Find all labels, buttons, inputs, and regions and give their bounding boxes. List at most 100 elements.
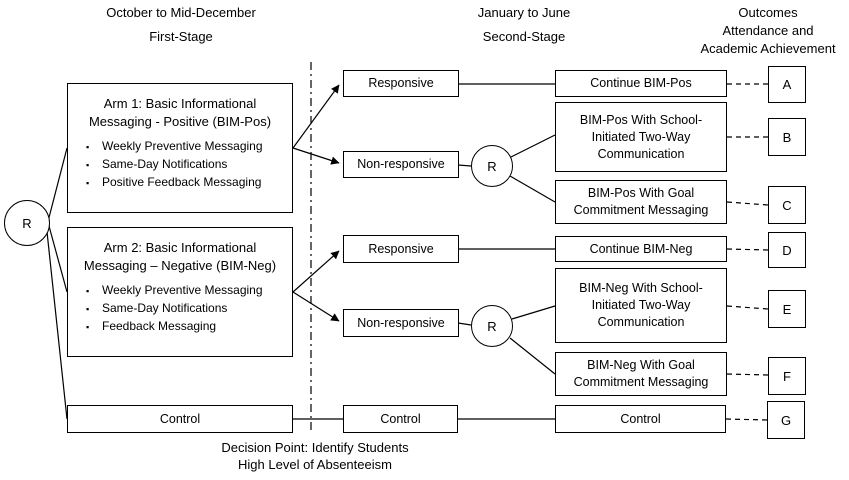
randomizer-label: R [22,215,32,231]
arrow-arm1-to-nonresponsive [292,147,340,165]
outcomes-header-line3: Academic Achievement [700,41,836,56]
arm2-box: Arm 2: Basic Informational Messaging – N… [67,227,293,357]
randomizer-label: R [487,158,497,174]
bim-pos-goal-line1: BIM-Pos With Goal [587,186,695,200]
continue-bim-pos-label: Continue BIM-Pos [590,76,692,90]
dash-control-to-G [725,418,768,421]
randomizer-circle-neg-nonresponsive: R [471,305,513,347]
bim-pos-goal-line2: Commitment Messaging [573,203,709,217]
arm1-title-line2: Messaging - Positive (BIM-Pos) [88,114,272,129]
line-r3-to-goal-neg [509,337,556,375]
outcomes-header-line2: Attendance and [722,23,814,38]
bim-neg-goal-box: BIM-Neg With Goal Commitment Messaging [555,352,727,396]
dash-goal-pos-to-C [726,201,769,206]
dash-continue-neg-to-D [726,248,769,251]
dash-school-neg-to-E [726,305,769,310]
arm1-title-line1: Arm 1: Basic Informational [103,96,257,111]
arm2-bullet-3-label: Feedback Messaging [102,319,217,333]
arm2-bullet-2-label: Same-Day Notifications [102,301,228,315]
control-stage2-box: Control [555,405,726,433]
arm1-bullet-1: Weekly Preventive Messaging [86,138,292,156]
outcome-a-label: A [782,77,792,92]
line-r3-to-school-neg [511,305,556,320]
line-r1-to-control [44,212,68,420]
line-r2-to-school-pos [510,134,556,158]
outcome-box-e: E [768,290,806,328]
arrow-arm2-to-nonresponsive [292,291,340,322]
bullet-square-icon [86,300,102,318]
bim-neg-goal-line2: Commitment Messaging [573,375,709,389]
bullet-square-icon [86,318,102,336]
outcomes-header-line1: Outcomes [738,5,798,20]
line-nonresponsive-pos-to-r2 [457,164,472,167]
randomizer-label: R [487,318,497,334]
line-r1-to-arm2 [48,225,68,293]
nonresponsive-pos-label: Non-responsive [357,157,445,171]
continue-bim-neg-box: Continue BIM-Neg [555,236,727,262]
outcome-box-c: C [768,186,806,224]
control-stage1-box: Control [67,405,293,433]
nonresponsive-neg-box: Non-responsive [343,309,459,337]
decision-point-caption-line1: Decision Point: Identify Students [221,440,409,455]
line-r2-to-goal-pos [509,175,556,203]
outcome-f-label: F [783,368,791,384]
outcome-box-d: D [768,232,806,268]
nonresponsive-neg-label: Non-responsive [357,315,445,330]
outcome-e-label: E [782,301,792,317]
bim-neg-school-line3: Communication [597,315,685,329]
bim-pos-school-line3: Communication [597,146,685,161]
bullet-square-icon [86,174,102,192]
outcome-box-f: F [768,357,806,395]
arm2-bullet-1: Weekly Preventive Messaging [86,282,292,300]
arm1-bullet-3: Positive Feedback Messaging [86,174,292,192]
bullet-square-icon [86,138,102,156]
outcome-b-label: B [782,129,792,145]
first-stage-label-header: First-Stage [149,29,213,44]
second-stage-label-header: Second-Stage [482,29,566,44]
arm1-title: Arm 1: Basic Informational Messaging - P… [68,95,292,131]
outcome-d-label: D [782,242,792,258]
arm1-bullet-1-label: Weekly Preventive Messaging [102,139,263,153]
outcome-c-label: C [782,197,792,213]
control-stage2-label: Control [620,411,661,426]
arm1-bullet-list: Weekly Preventive Messaging Same-Day Not… [68,138,292,192]
decision-point-caption-line2: High Level of Absenteeism [238,457,392,472]
responsive-pos-label: Responsive [368,76,434,90]
continue-bim-pos-box: Continue BIM-Pos [555,70,727,97]
arm2-title-line2: Messaging – Negative (BIM-Neg) [83,258,277,273]
bim-neg-school-line2: Initiated Two-Way [591,298,691,312]
control-mid-label: Control [380,411,421,426]
bullet-square-icon [86,156,102,174]
bim-neg-school-line1: BIM-Neg With School- [579,281,703,295]
outcome-box-a: A [768,66,806,103]
continue-bim-neg-label: Continue BIM-Neg [589,241,693,256]
arm2-bullet-1-label: Weekly Preventive Messaging [102,283,263,297]
nonresponsive-pos-box: Non-responsive [343,151,459,178]
outcome-box-g: G [767,401,805,439]
bim-pos-school-line2: Initiated Two-Way [591,129,691,144]
responsive-neg-box: Responsive [343,235,459,263]
outcome-box-b: B [768,118,806,156]
first-stage-period-header: October to Mid-December [106,5,256,20]
bim-pos-school-line1: BIM-Pos With School- [579,112,703,127]
arm1-bullet-2-label: Same-Day Notifications [102,157,228,171]
arm2-bullet-2: Same-Day Notifications [86,300,292,318]
control-mid-box: Control [343,405,458,433]
second-stage-period-header: January to June [477,5,571,20]
line-nonresponsive-neg-to-r3 [457,322,472,326]
responsive-neg-label: Responsive [368,241,434,256]
arm1-box: Arm 1: Basic Informational Messaging - P… [67,83,293,213]
randomizer-circle-pos-nonresponsive: R [471,145,513,187]
arrow-arm2-to-responsive [292,250,340,293]
bullet-square-icon [86,282,102,300]
responsive-pos-box: Responsive [343,70,459,97]
control-stage1-label: Control [159,411,201,426]
dash-goal-neg-to-F [726,373,769,376]
arm2-bullet-list: Weekly Preventive Messaging Same-Day Not… [68,282,292,336]
bim-neg-goal-line1: BIM-Neg With Goal [587,358,695,372]
outcome-g-label: G [780,412,792,428]
randomizer-circle-stage1: R [4,200,50,246]
arm2-title-line1: Arm 2: Basic Informational [103,240,257,255]
